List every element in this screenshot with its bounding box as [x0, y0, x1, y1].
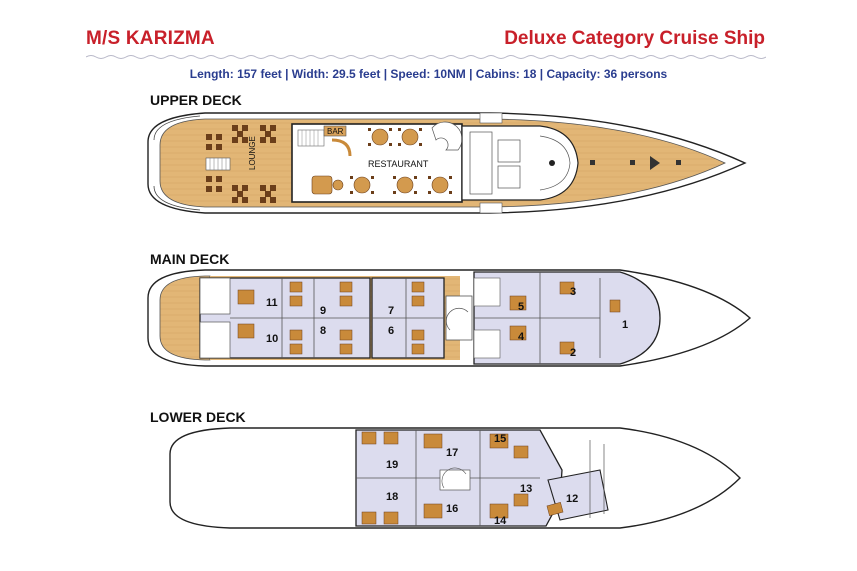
lounge-label: LOUNGE	[248, 136, 257, 170]
main-cabin-8: 8	[320, 325, 326, 337]
lower-deck-plan: 19 18 17 16 15 14 13 12	[169, 427, 741, 529]
main-cabin-3: 3	[570, 286, 576, 298]
lower-cabin-17: 17	[446, 447, 458, 459]
upper-deck-plan: LOUNGE BAR RESTAURANT	[147, 112, 747, 214]
main-cabin-1: 1	[622, 319, 628, 331]
restaurant-label: RESTAURANT	[368, 159, 429, 169]
main-cabin-2: 2	[570, 347, 576, 359]
main-deck-beds	[237, 281, 621, 355]
bar-label: BAR	[327, 127, 344, 136]
main-cabin-9: 9	[320, 305, 326, 317]
lower-cabin-16: 16	[446, 503, 458, 515]
wave-divider	[86, 55, 766, 59]
main-cabin-7: 7	[388, 305, 394, 317]
ship-name: M/S KARIZMA	[86, 28, 215, 49]
main-deck-plan: 11 10 9 8 7 6 5 4 3 2 1	[147, 269, 752, 367]
restaurant-tables	[311, 128, 449, 195]
main-cabin-11: 11	[266, 297, 278, 309]
lower-cabin-12: 12	[566, 493, 578, 505]
lower-cabin-13: 13	[520, 483, 532, 495]
main-deck-label: MAIN DECK	[150, 251, 230, 267]
ship-specs: Length: 157 feet | Width: 29.5 feet | Sp…	[189, 67, 668, 81]
main-cabin-6: 6	[388, 325, 394, 337]
lower-deck-label: LOWER DECK	[150, 409, 246, 425]
lounge-furniture	[206, 125, 276, 203]
lower-cabin-19: 19	[386, 459, 398, 471]
main-cabin-10: 10	[266, 333, 278, 345]
lower-cabin-14: 14	[494, 515, 507, 527]
ship-category: Deluxe Category Cruise Ship	[504, 28, 765, 49]
lower-cabin-18: 18	[386, 491, 398, 503]
main-cabin-5: 5	[518, 301, 524, 313]
lower-cabin-15: 15	[494, 433, 506, 445]
main-cabin-4: 4	[518, 331, 525, 343]
upper-deck-label: UPPER DECK	[150, 92, 242, 108]
lower-deck-beds	[361, 431, 564, 525]
